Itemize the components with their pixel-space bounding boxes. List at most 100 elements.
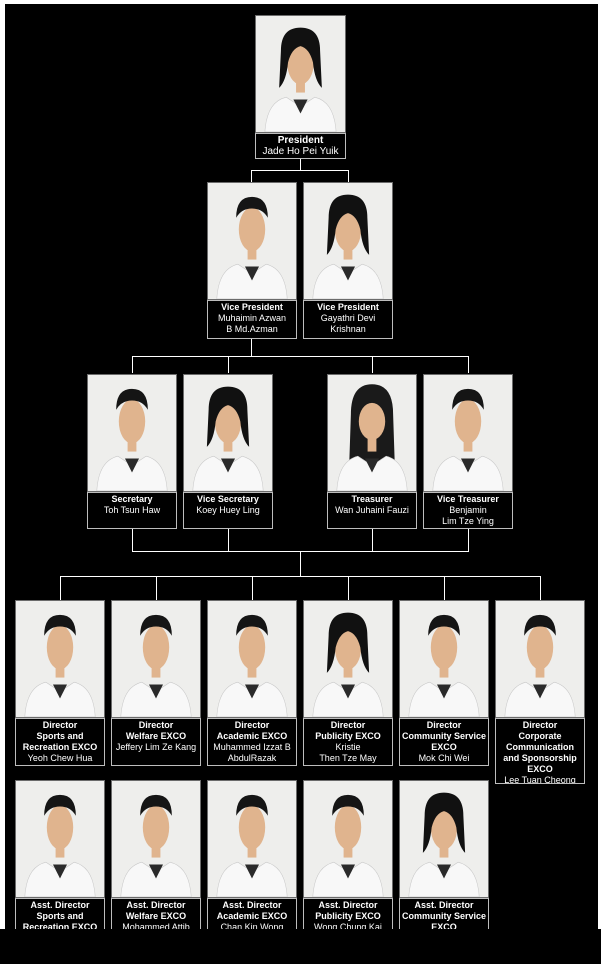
member-photo	[399, 780, 489, 898]
member-photo	[495, 600, 585, 718]
connector-director-drop	[252, 576, 253, 600]
member-photo	[111, 780, 201, 898]
connector-officer-up	[228, 529, 229, 551]
member-photo	[207, 780, 297, 898]
member-photo	[327, 374, 417, 492]
connector-officer-up	[468, 529, 469, 551]
portrait-icon	[424, 375, 512, 491]
member-role: Director Community Service EXCO	[401, 720, 487, 752]
connector-vp-bar	[251, 170, 349, 171]
member-name: Toh Tsun Haw	[103, 505, 161, 515]
member-photo	[87, 374, 177, 492]
member-role: Vice President	[317, 302, 379, 312]
member-photo	[255, 15, 346, 133]
connector-vp-left	[251, 170, 252, 182]
member-name: Koey Huey Ling	[196, 505, 260, 515]
member-photo	[183, 374, 273, 492]
member-label: Director Corporate Communication and Spo…	[495, 718, 585, 784]
member-name: Kristie Then Tze May	[319, 742, 377, 763]
portrait-icon	[16, 781, 104, 897]
member-role: Asst. Director Community Service EXCO	[401, 900, 487, 932]
portrait-icon	[208, 183, 296, 299]
connector-director-drop	[348, 576, 349, 600]
connector-director-drop	[540, 576, 541, 600]
member-role: Secretary	[111, 494, 153, 504]
portrait-icon	[184, 375, 272, 491]
member-photo	[303, 600, 393, 718]
member-role: Director Welfare EXCO	[125, 720, 187, 741]
portrait-icon	[304, 183, 392, 299]
member-card: Director Corporate Communication and Spo…	[495, 600, 585, 784]
member-role: Treasurer	[351, 494, 393, 504]
connector-officer-drop	[228, 356, 229, 373]
member-photo	[303, 780, 393, 898]
connector-officer-drop	[468, 356, 469, 373]
connector-vp-right	[348, 170, 349, 182]
member-photo	[207, 600, 297, 718]
connector-officer-drop	[132, 356, 133, 373]
member-name: Gayathri Devi Krishnan	[320, 313, 376, 334]
member-name: Lee Tuan Cheong	[504, 775, 576, 784]
member-name: Mok Chi Wei	[418, 753, 470, 763]
connector-vp-down	[251, 339, 252, 356]
member-role: Asst. Director Publicity EXCO	[315, 900, 381, 921]
member-name: Chan Kin Wong	[220, 922, 284, 932]
member-role: Asst. Director Sports and Recreation EXC…	[22, 900, 98, 932]
member-photo	[15, 780, 105, 898]
portrait-icon	[208, 601, 296, 717]
member-photo	[423, 374, 513, 492]
connector-director-drop	[444, 576, 445, 600]
portrait-icon	[400, 781, 488, 897]
member-role: Asst. Director Academic EXCO	[216, 900, 288, 921]
portrait-icon	[304, 781, 392, 897]
member-role: Director Academic EXCO	[216, 720, 288, 741]
member-name: Benjamin Lim Tze Ying	[442, 505, 494, 526]
member-role: President	[277, 135, 324, 146]
portrait-icon	[400, 601, 488, 717]
connector-officer-up	[372, 529, 373, 551]
portrait-icon	[112, 601, 200, 717]
portrait-icon	[328, 375, 416, 491]
member-card: Asst. Director Community Service EXCOLeo…	[399, 780, 489, 944]
bottom-strip	[0, 929, 601, 964]
member-role: Vice Treasurer	[437, 494, 499, 504]
member-name: Jade Ho Pei Yuik	[262, 146, 339, 157]
connector-directors-bar	[60, 576, 541, 577]
member-name: Muhammed Izzat B AbdulRazak	[213, 742, 291, 763]
member-role: Vice President	[221, 302, 283, 312]
connector-president	[300, 158, 301, 170]
portrait-icon	[112, 781, 200, 897]
member-name: Yeoh Chew Hua	[27, 753, 93, 763]
connector-director-drop	[156, 576, 157, 600]
member-photo	[207, 182, 297, 300]
member-card: Asst. Director Sports and Recreation EXC…	[15, 780, 105, 944]
connector-directors-trunk	[300, 551, 301, 576]
member-role: Vice Secretary	[197, 494, 259, 504]
member-role: Director Publicity EXCO	[315, 720, 381, 741]
portrait-icon	[16, 601, 104, 717]
portrait-icon	[496, 601, 584, 717]
member-role: Director Corporate Communication and Spo…	[503, 720, 577, 774]
